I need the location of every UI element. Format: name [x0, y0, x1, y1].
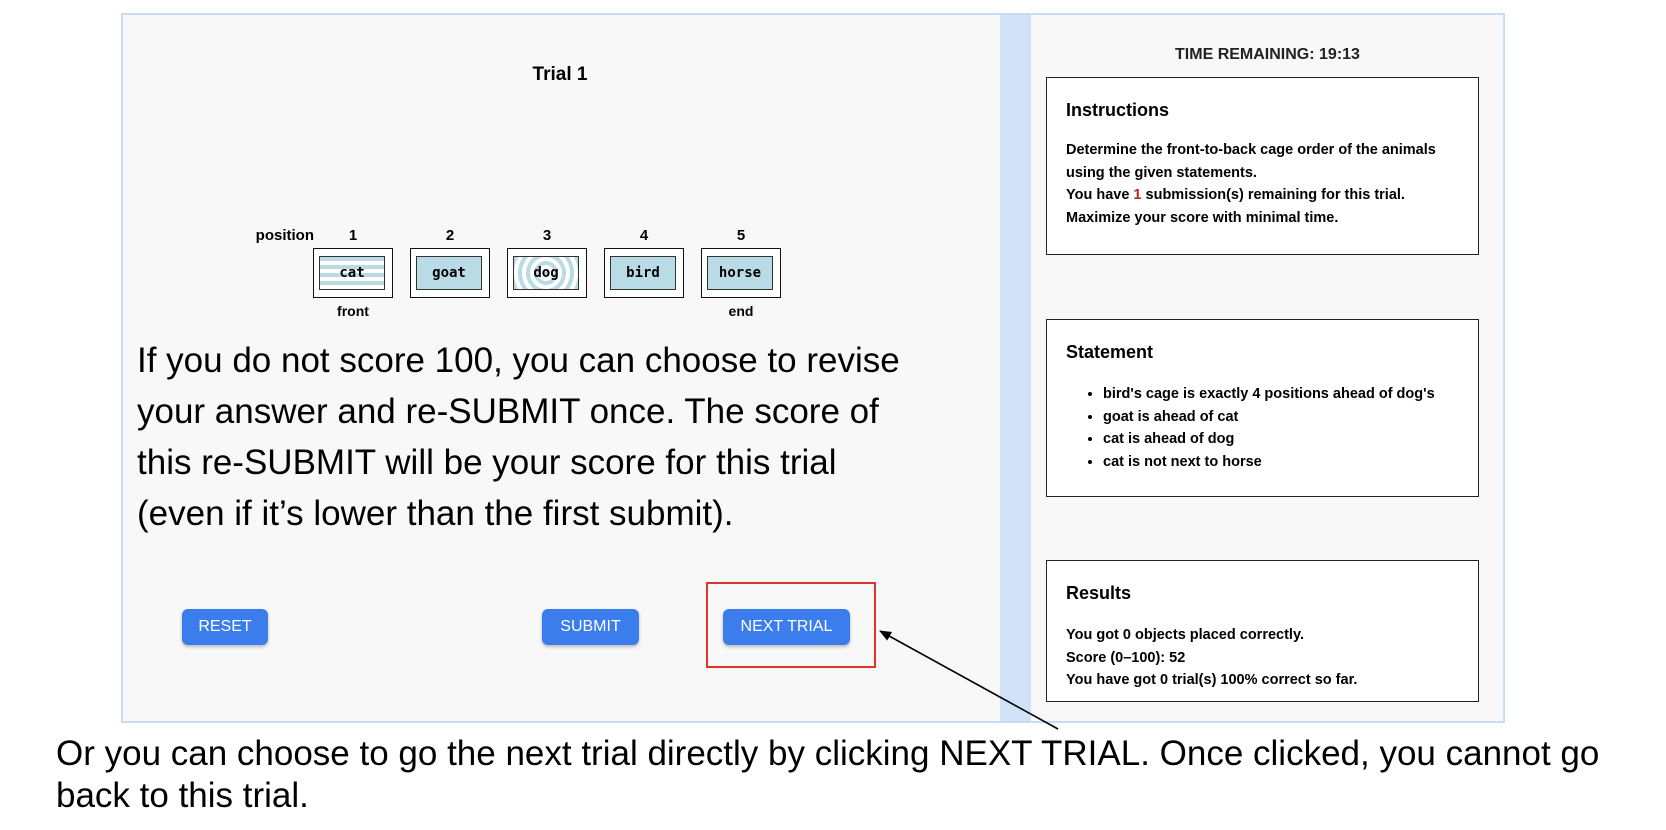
task-panel	[123, 15, 1000, 721]
statement-item: bird's cage is exactly 4 positions ahead…	[1103, 383, 1459, 406]
instructions-card: Instructions Determine the front-to-back…	[1046, 77, 1479, 255]
front-label: front	[337, 303, 369, 319]
instructions-line-3: Maximize your score with minimal time.	[1066, 209, 1339, 226]
results-card: Results You got 0 objects placed correct…	[1046, 560, 1479, 702]
submissions-remaining-count: 1	[1133, 187, 1142, 203]
end-label: end	[728, 303, 754, 319]
next-trial-note: Or you can choose to go the next trial d…	[56, 734, 1600, 815]
position-number-2: 2	[445, 227, 455, 244]
results-title: Results	[1066, 583, 1132, 603]
statement-item: cat is ahead of dog	[1103, 428, 1459, 451]
animal-card-dog[interactable]: dog	[513, 256, 579, 290]
cage-slot-3[interactable]: dog	[507, 248, 587, 298]
animal-card-horse[interactable]: horse	[707, 256, 773, 290]
position-number-4: 4	[639, 227, 649, 244]
animal-card-goat[interactable]: goat	[416, 256, 482, 290]
statement-item: goat is ahead of cat	[1103, 406, 1459, 429]
cage-slot-5[interactable]: horse	[701, 248, 781, 298]
trial-title: Trial 1	[532, 64, 588, 85]
next-trial-button[interactable]: NEXT TRIAL	[723, 609, 850, 645]
panel-divider	[1000, 15, 1031, 721]
position-label: position	[255, 227, 314, 244]
instructions-line-2-suffix: submission(s) remaining for this trial.	[1141, 187, 1405, 203]
results-score: Score (0–100): 52	[1066, 649, 1186, 666]
resubmit-explanation: If you do not score 100, you can choose …	[137, 341, 900, 533]
results-line-1: You got 0 objects placed correctly.	[1066, 627, 1304, 643]
animal-card-bird[interactable]: bird	[610, 256, 676, 290]
statement-list: bird's cage is exactly 4 positions ahead…	[1066, 383, 1459, 473]
cage-slot-4[interactable]: bird	[604, 248, 684, 298]
animal-card-cat[interactable]: cat	[319, 256, 385, 290]
position-number-5: 5	[736, 227, 746, 244]
cage-slot-1[interactable]: cat	[313, 248, 393, 298]
statement-title: Statement	[1066, 342, 1154, 362]
next-trial-highlight	[706, 582, 876, 668]
instructions-line-2: You have 1 submission(s) remaining for t…	[1066, 184, 1459, 207]
instructions-title: Instructions	[1066, 100, 1170, 120]
position-number-1: 1	[348, 227, 358, 244]
statement-item: cat is not next to horse	[1103, 451, 1459, 474]
statement-card: Statement bird's cage is exactly 4 posit…	[1046, 319, 1479, 497]
time-remaining: TIME REMAINING: 19:13	[1175, 46, 1360, 63]
instructions-line-1: Determine the front-to-back cage order o…	[1066, 142, 1436, 181]
results-line-3: You have got 0 trial(s) 100% correct so …	[1066, 672, 1358, 688]
submit-button[interactable]: SUBMIT	[542, 609, 639, 645]
reset-button[interactable]: RESET	[182, 609, 268, 645]
position-number-3: 3	[542, 227, 552, 244]
cage-slot-2[interactable]: goat	[410, 248, 490, 298]
instructions-line-2-prefix: You have	[1066, 187, 1134, 203]
